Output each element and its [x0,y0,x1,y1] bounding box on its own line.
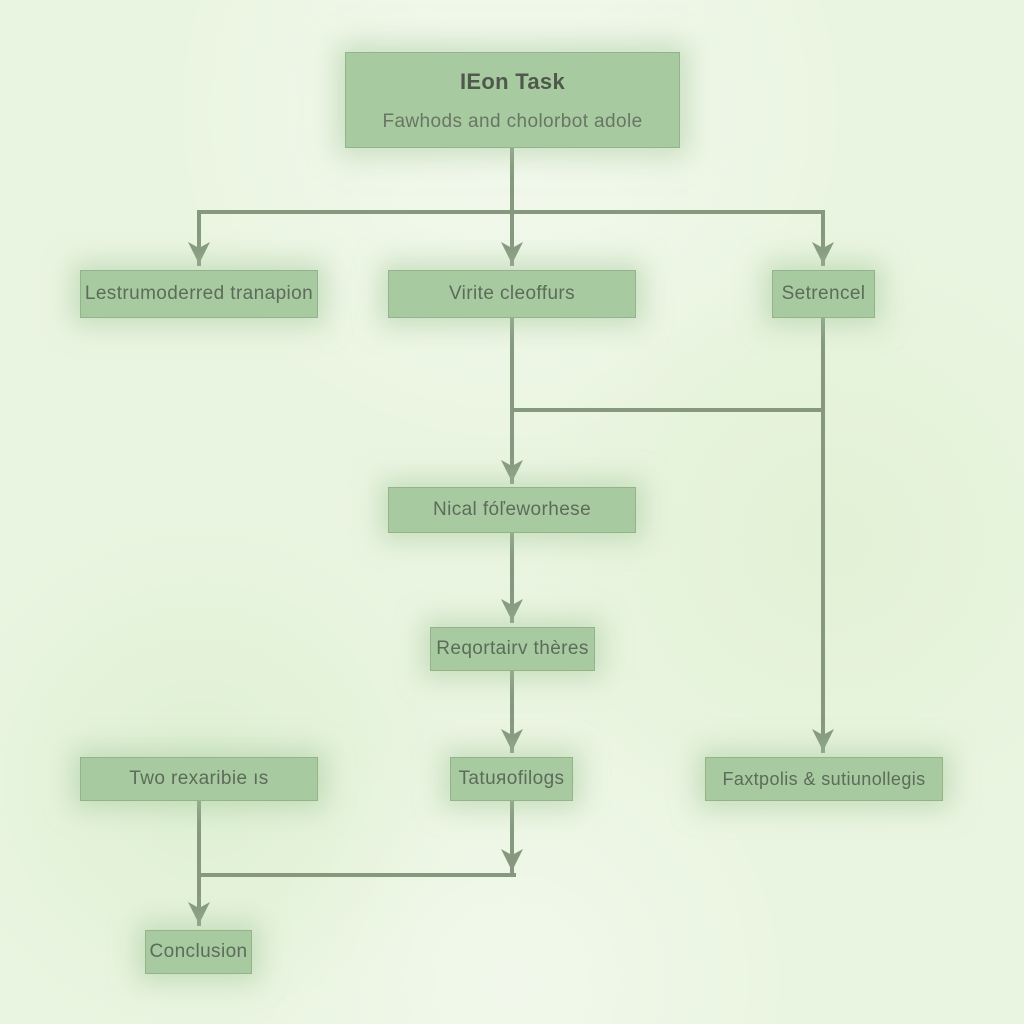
node-result-right: Faxtpolis & sutiunollegis [705,757,943,801]
node-step-1: Nical fóľeworhese [388,487,636,533]
node-branch-right: Setrencel [772,270,875,318]
node-label: Conclusion [149,941,248,962]
root-title: IEon Task [460,69,565,94]
node-conclusion: Conclusion [145,930,252,974]
node-label: Nical fóľeworhese [432,499,592,520]
node-step-2: Reqortairv thères [430,627,595,671]
node-label: Lestrumoderred tranapion [84,283,314,304]
root-subtitle: Fawhods and cholorbot adole [382,111,643,132]
node-branch-left: Lestrumoderred tranapion [80,270,318,318]
node-result-left: Two rexaribie ıs [80,757,318,801]
node-label: Tatuяofilogs [458,768,565,789]
node-label: Virite cleoffurs [448,283,576,304]
node-branch-center: Virite cleoffurs [388,270,636,318]
node-label: Faxtpolis & sutiunollegis [722,768,926,789]
node-result-center: Tatuяofilogs [450,757,573,801]
node-root-task: IEon Task Fawhods and cholorbot adole [345,52,680,148]
node-label: Setrencel [781,283,866,304]
node-label: Two rexaribie ıs [129,768,269,789]
node-label: Reqortairv thères [436,638,589,659]
